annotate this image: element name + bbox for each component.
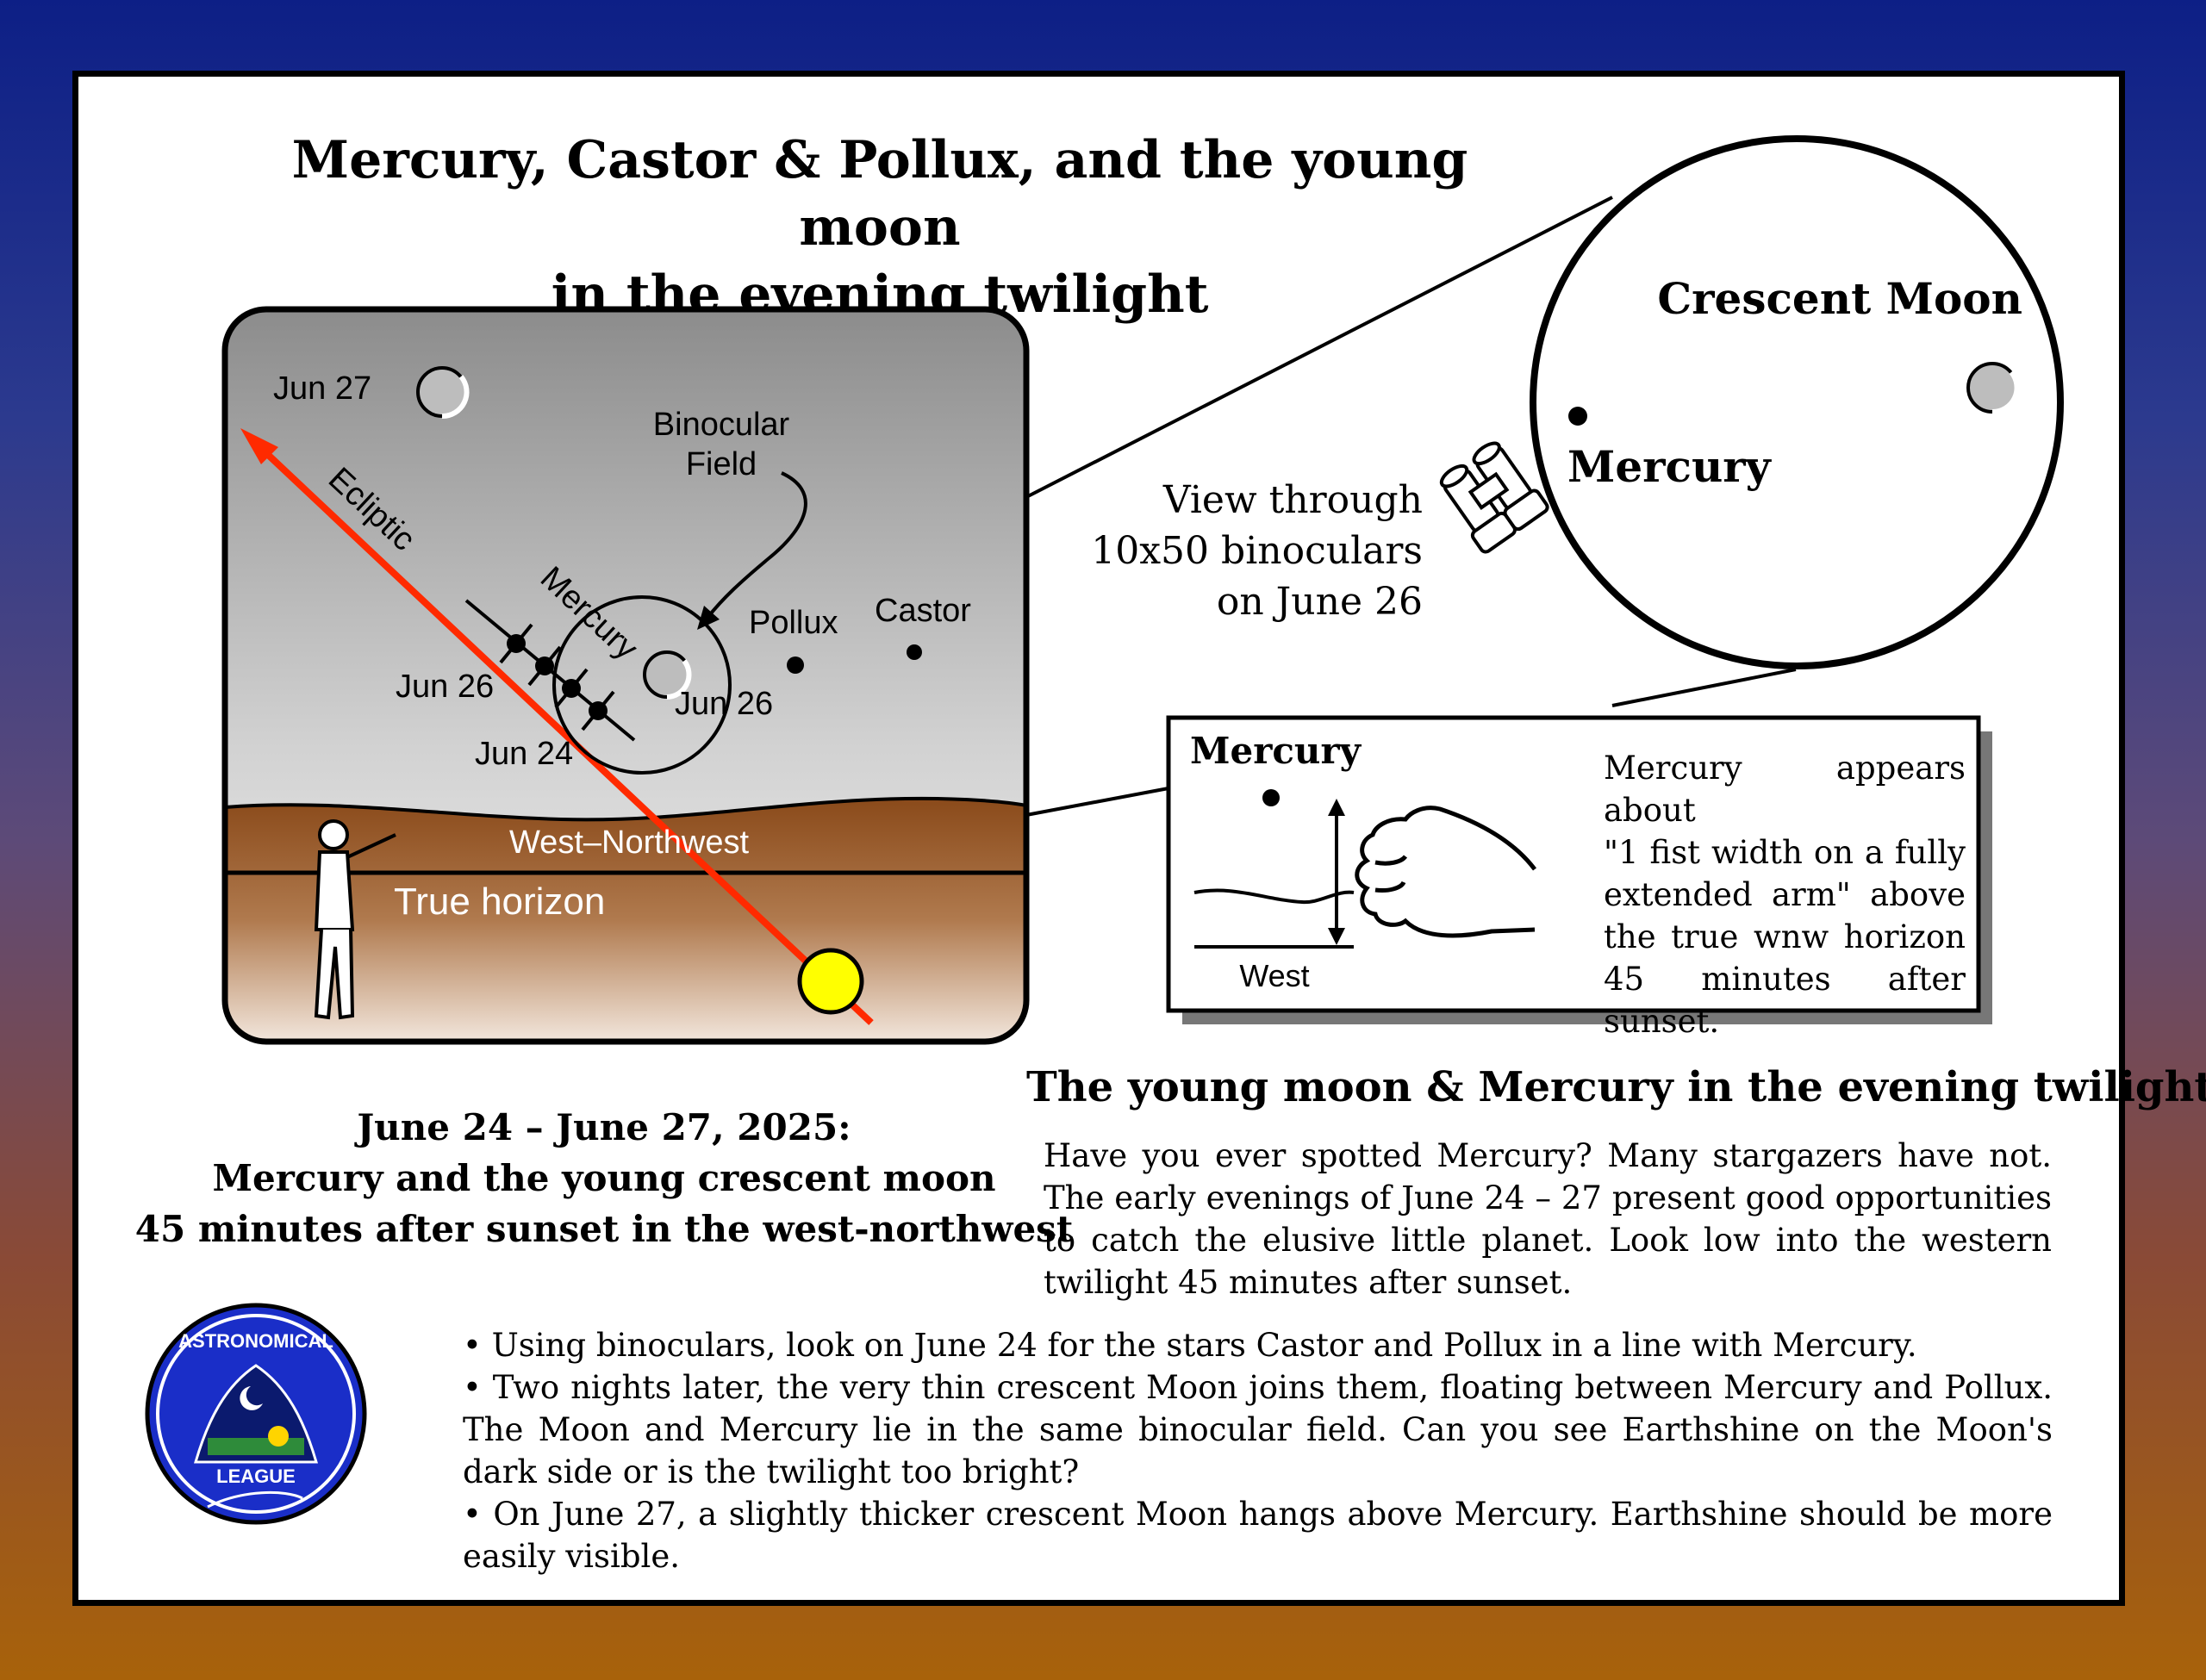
page-title: Mercury, Castor & Pollux, and the young … — [234, 127, 1526, 328]
diagram-graphics: Jun 27 Binocular Field Ecliptic Mercury … — [145, 135, 2064, 1525]
fist-note-line-5: 45 minutes after sunset. — [1604, 961, 1966, 1040]
inset-mercury-dot — [1262, 789, 1280, 806]
binocular-view-caption: View through 10x50 binoculars on June 26 — [1078, 475, 1423, 627]
article-heading: The young moon & Mercury in the evening … — [1026, 1063, 2206, 1111]
caption-line-1: June 24 – June 27, 2025: — [357, 1106, 851, 1148]
label-jun24: Jun 24 — [475, 736, 573, 772]
bullet-item: • Using binoculars, look on June 24 for … — [463, 1327, 1917, 1364]
article-bullets: • Using binoculars, look on June 24 for … — [463, 1324, 2053, 1577]
bullet-item: • Two nights later, the very thin cresce… — [463, 1369, 2053, 1490]
title-line-1: Mercury, Castor & Pollux, and the young … — [291, 130, 1468, 258]
moon-jun27 — [416, 366, 470, 420]
article-intro: Have you ever spotted Mercury? Many star… — [1044, 1137, 2052, 1301]
view-caption-line-2: 10x50 binoculars — [1091, 529, 1423, 573]
label-west-northwest: West–Northwest — [509, 824, 750, 861]
label-field: Field — [686, 446, 757, 482]
binocular-field-pointer — [706, 471, 807, 619]
fist-note-line-3: extended arm" above — [1604, 876, 1966, 913]
label-jun26-moon: Jun 26 — [675, 686, 773, 722]
astronomical-league-logo — [145, 1303, 367, 1525]
label-true-horizon: True horizon — [394, 880, 605, 923]
binocular-mercury-dot — [1568, 407, 1587, 426]
binocular-view-title: Crescent Moon — [1657, 273, 2022, 324]
logo-text-top: ASTRONOMICAL — [178, 1330, 333, 1352]
caption-line-2: Mercury and the young crescent moon — [212, 1157, 996, 1199]
pollux-star — [787, 656, 804, 674]
castor-star — [907, 644, 922, 660]
fist-icon — [1355, 806, 1536, 938]
binocular-field-circle — [552, 595, 732, 775]
sun — [797, 948, 864, 1015]
inset-mercury-label: Mercury — [1190, 730, 1362, 772]
fist-inset-note: Mercury appears about "1 fist width on a… — [1604, 747, 1966, 1042]
moon-jun26 — [643, 650, 692, 700]
fist-note-line-2: "1 fist width on a fully — [1604, 834, 1966, 871]
label-binocular: Binocular — [653, 407, 790, 443]
view-caption-line-1: View through — [1162, 478, 1423, 522]
bullet-item: • On June 27, a slightly thicker crescen… — [463, 1496, 2053, 1575]
ecliptic-line — [248, 436, 874, 1025]
ecliptic-arrowhead — [240, 428, 278, 464]
label-castor: Castor — [875, 593, 971, 629]
inset-hills — [1193, 888, 1355, 905]
connector-lower — [1025, 787, 1169, 817]
poster-panel: Mercury, Castor & Pollux, and the young … — [72, 71, 2206, 1606]
observer-figure — [314, 819, 396, 1020]
sky-chart-border — [221, 306, 1030, 1045]
logo-text-bottom: LEAGUE — [216, 1465, 296, 1487]
inset-west-label: West — [1239, 958, 1309, 993]
view-caption-line-3: on June 26 — [1216, 580, 1423, 624]
connector-upper — [1025, 196, 1613, 499]
fist-inset — [1166, 715, 1981, 1013]
mercury-positions — [499, 623, 615, 731]
label-jun26-left: Jun 26 — [396, 669, 494, 705]
label-jun27: Jun 27 — [273, 370, 371, 407]
caption-line-3: 45 minutes after sunset in the west-nort… — [134, 1208, 1074, 1250]
binocular-view-circle — [1530, 135, 2064, 669]
date-caption: June 24 – June 27, 2025: Mercury and the… — [130, 1102, 1078, 1254]
connector-inset — [1611, 668, 1797, 707]
fist-note-line-4: the true wnw horizon — [1604, 918, 1966, 955]
label-pollux: Pollux — [749, 605, 838, 641]
fist-note-line-1: Mercury appears about — [1604, 750, 1966, 829]
binoculars-icon — [1439, 441, 1549, 554]
binocular-crescent-moon — [1966, 362, 2020, 415]
binocular-mercury-label: Mercury — [1567, 441, 1773, 492]
